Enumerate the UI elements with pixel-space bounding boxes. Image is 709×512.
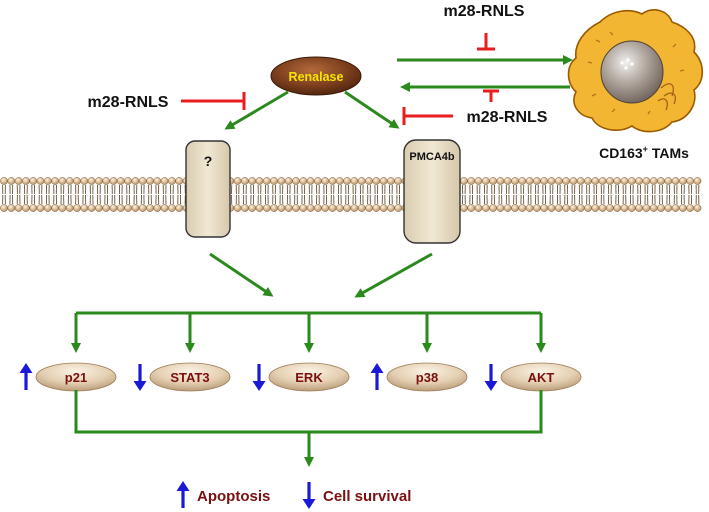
unknown-receptor: ? [185, 140, 231, 238]
unknown-receptor-label: ? [204, 153, 213, 169]
collector-bracket [74, 390, 543, 434]
target-label: STAT3 [170, 370, 209, 385]
target-node-p21: p21 [35, 362, 117, 392]
target-node-stat3: STAT3 [149, 362, 231, 392]
target-node-akt: AKT [500, 362, 582, 392]
arrow-renalase-to-unknown [224, 90, 289, 130]
renalase-label: Renalase [289, 70, 344, 84]
arrow-unknown-to-pathway [209, 252, 274, 297]
target-node-p38: p38 [386, 362, 468, 392]
target-nodes: p21 STAT3 ERK p38 AKT [19, 362, 582, 392]
arrow-pmca4b-to-pathway [354, 252, 433, 298]
pmca4b-receptor: PMCA4b [403, 139, 461, 244]
target-label: p21 [65, 370, 87, 385]
inhibitor-label-left: m28-RNLS [88, 94, 169, 111]
target-label: p38 [416, 370, 438, 385]
arrow-renalase-to-pmca4b [344, 90, 400, 129]
arrow-up-icon [176, 481, 190, 508]
arrow-down-icon [133, 364, 147, 391]
inhibition-right-horizontal [402, 107, 453, 125]
inhibitor-label-top: m28-RNLS [444, 3, 525, 20]
outcome-cell-survival: Cell survival [323, 488, 411, 505]
arrow-up-icon [370, 363, 384, 390]
tam-label: CD163+ TAMs [599, 144, 689, 161]
lipid-bilayer-icon [0, 177, 702, 212]
target-label: AKT [528, 370, 555, 385]
arrow-down-icon [484, 364, 498, 391]
macrophage-cell-icon [567, 9, 704, 133]
pmca4b-label: PMCA4b [409, 151, 455, 163]
inhibitor-label-right: m28-RNLS [467, 109, 548, 126]
inhibition-left [181, 92, 246, 110]
outcome-apoptosis: Apoptosis [197, 488, 270, 505]
inhibition-top [477, 33, 495, 51]
target-drop-arrows [71, 313, 546, 353]
outcomes: Apoptosis Cell survival [176, 481, 411, 509]
inhibition-right-vertical [483, 89, 499, 102]
target-node-erk: ERK [268, 362, 350, 392]
arrow-up-icon [19, 363, 33, 390]
arrow-down-icon [252, 364, 266, 391]
arrow-down-icon [302, 482, 316, 509]
renalase-node: Renalase [270, 56, 362, 96]
target-label: ERK [295, 370, 323, 385]
